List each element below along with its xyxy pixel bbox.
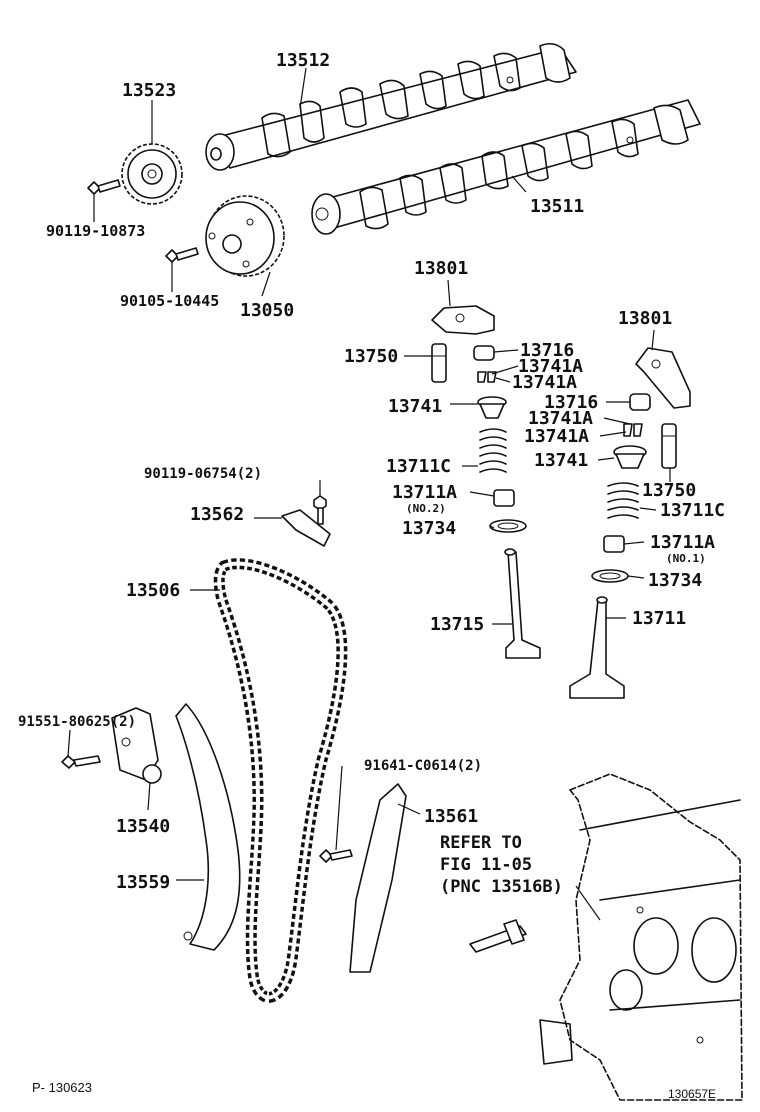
vvt-gear-13050	[205, 195, 285, 277]
lash-adjuster-13750-right	[661, 423, 677, 469]
bolt-91641-C0614	[319, 849, 353, 863]
leader-lines	[67, 67, 671, 921]
spring-retainer-13741-left	[477, 396, 507, 419]
chain-damper-13562	[281, 509, 331, 547]
label-13734-right: 13734	[648, 570, 702, 591]
label-90105-10445: 90105-10445	[120, 292, 219, 310]
label-13741-left: 13741	[388, 396, 442, 417]
valve-spring-13711c-left	[479, 428, 507, 473]
chain-tensioner-13540	[111, 707, 162, 784]
label-13716-left: 13716	[520, 340, 574, 361]
label-13734-left: 13734	[402, 518, 456, 539]
bolt-90119-06754	[313, 495, 327, 525]
timing-chain-13506	[213, 558, 348, 1003]
valve-seal-13711a-left	[493, 489, 515, 507]
valve-seal-13711a-right	[603, 535, 625, 553]
label-90119-06754: 90119-06754(2)	[144, 466, 262, 482]
label-91551-80625: 91551-80625(2)	[18, 714, 136, 730]
chain-damper-13561	[349, 783, 407, 973]
keepers-13741a-right	[623, 423, 643, 437]
label-13523: 13523	[122, 80, 176, 101]
label-13716-right: 13716	[544, 392, 598, 413]
spring-seat-13734-right	[591, 569, 629, 583]
label-13711a-right: 13711A	[650, 532, 715, 553]
label-no2: (NO.2)	[406, 502, 446, 515]
label-13540: 13540	[116, 816, 170, 837]
label-13559: 13559	[116, 872, 170, 893]
label-13741a-3: 13741A	[528, 408, 593, 429]
refer-line-2: FIG 11-05	[440, 855, 532, 875]
exhaust-valve-13715	[504, 548, 541, 659]
refer-line-1: REFER TO	[440, 833, 522, 853]
engine-block	[539, 773, 743, 1101]
bolt-91551-80625	[61, 755, 101, 769]
label-13741a-2: 13741A	[512, 372, 577, 393]
camshaft-13512	[205, 42, 577, 171]
rocker-arm-13801-left	[431, 305, 495, 335]
sprocket-13523	[121, 143, 183, 205]
valve-stem-cap-13716-left	[473, 345, 495, 361]
label-13801-right: 13801	[618, 308, 672, 329]
label-13750-right: 13750	[642, 480, 696, 501]
figure-code: 130657E	[668, 1087, 716, 1101]
label-90119-10873: 90119-10873	[46, 222, 145, 240]
label-13711: 13711	[632, 608, 686, 629]
label-13741a-4: 13741A	[524, 426, 589, 447]
label-13512: 13512	[276, 50, 330, 71]
label-no1: (NO.1)	[666, 552, 706, 565]
valve-spring-13711c-right	[607, 482, 639, 519]
label-13741a-1: 13741A	[518, 356, 583, 377]
label-13715: 13715	[430, 614, 484, 635]
label-13511: 13511	[530, 196, 584, 217]
label-13750-left: 13750	[344, 346, 398, 367]
label-13711c-left: 13711C	[386, 456, 451, 477]
label-13801-left: 13801	[414, 258, 468, 279]
page-code: P- 130623	[32, 1080, 92, 1095]
label-13741-right: 13741	[534, 450, 588, 471]
label-13562: 13562	[190, 504, 244, 525]
camshaft-13511	[311, 99, 701, 235]
bolt-90105-10445	[165, 247, 199, 263]
label-13506: 13506	[126, 580, 180, 601]
part-labels: 13512 13523 13511 90119-10873 90105-1044…	[18, 50, 725, 897]
intake-valve-13711	[569, 596, 625, 699]
label-13050: 13050	[240, 300, 294, 321]
lash-adjuster-13750-left	[431, 343, 447, 383]
spring-retainer-13741-right	[613, 445, 647, 469]
label-13711c-right: 13711C	[660, 500, 725, 521]
bolt-90119-10873	[87, 179, 121, 195]
refer-line-3: (PNC 13516B)	[440, 877, 563, 897]
label-13711a-left: 13711A	[392, 482, 457, 503]
spring-seat-13734-left	[489, 519, 527, 533]
keepers-13741a-left	[477, 371, 497, 383]
label-13561: 13561	[424, 806, 478, 827]
chain-guide-13559	[175, 703, 241, 951]
balance-shaft-pin	[469, 919, 527, 953]
label-91641-C0614: 91641-C0614(2)	[364, 758, 482, 774]
valve-stem-cap-13716-right	[629, 393, 651, 411]
